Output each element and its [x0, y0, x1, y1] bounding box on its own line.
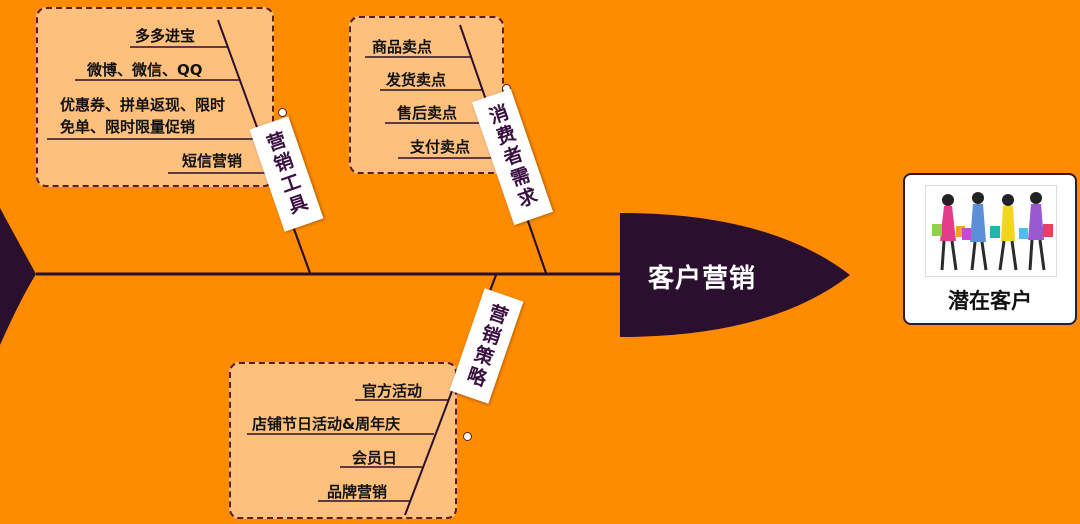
item-label: 优惠券、拼单返现、限时免单、限时限量促销	[60, 96, 226, 136]
item-label: 官方活动	[362, 382, 423, 400]
potential-customer-card: 潜在客户	[903, 173, 1077, 325]
item-label: 品牌营销	[327, 483, 388, 501]
effect-title: 客户营销	[648, 264, 757, 294]
fish-head	[620, 213, 850, 337]
item-label: 会员日	[352, 449, 398, 467]
item-label: 店铺节日活动&周年庆	[252, 415, 401, 433]
item-label: 发货卖点	[386, 71, 447, 89]
item-label: 售后卖点	[397, 104, 458, 122]
fish-tail	[0, 208, 36, 345]
item-label: 多多进宝	[135, 27, 196, 45]
shopping-women-illustration	[925, 185, 1057, 277]
group-box-consumer-needs	[349, 16, 504, 174]
item-label: 支付卖点	[410, 138, 471, 156]
connector-dot	[278, 108, 287, 117]
item-label: 短信营销	[182, 152, 243, 170]
group-box-marketing-strategy	[229, 362, 457, 519]
item-label: 商品卖点	[372, 38, 433, 56]
connector-dot	[463, 432, 472, 441]
group-box-marketing-tools	[36, 7, 274, 187]
potential-customer-label: 潜在客户	[948, 289, 1032, 313]
item-label: 微博、微信、QQ	[87, 61, 203, 79]
